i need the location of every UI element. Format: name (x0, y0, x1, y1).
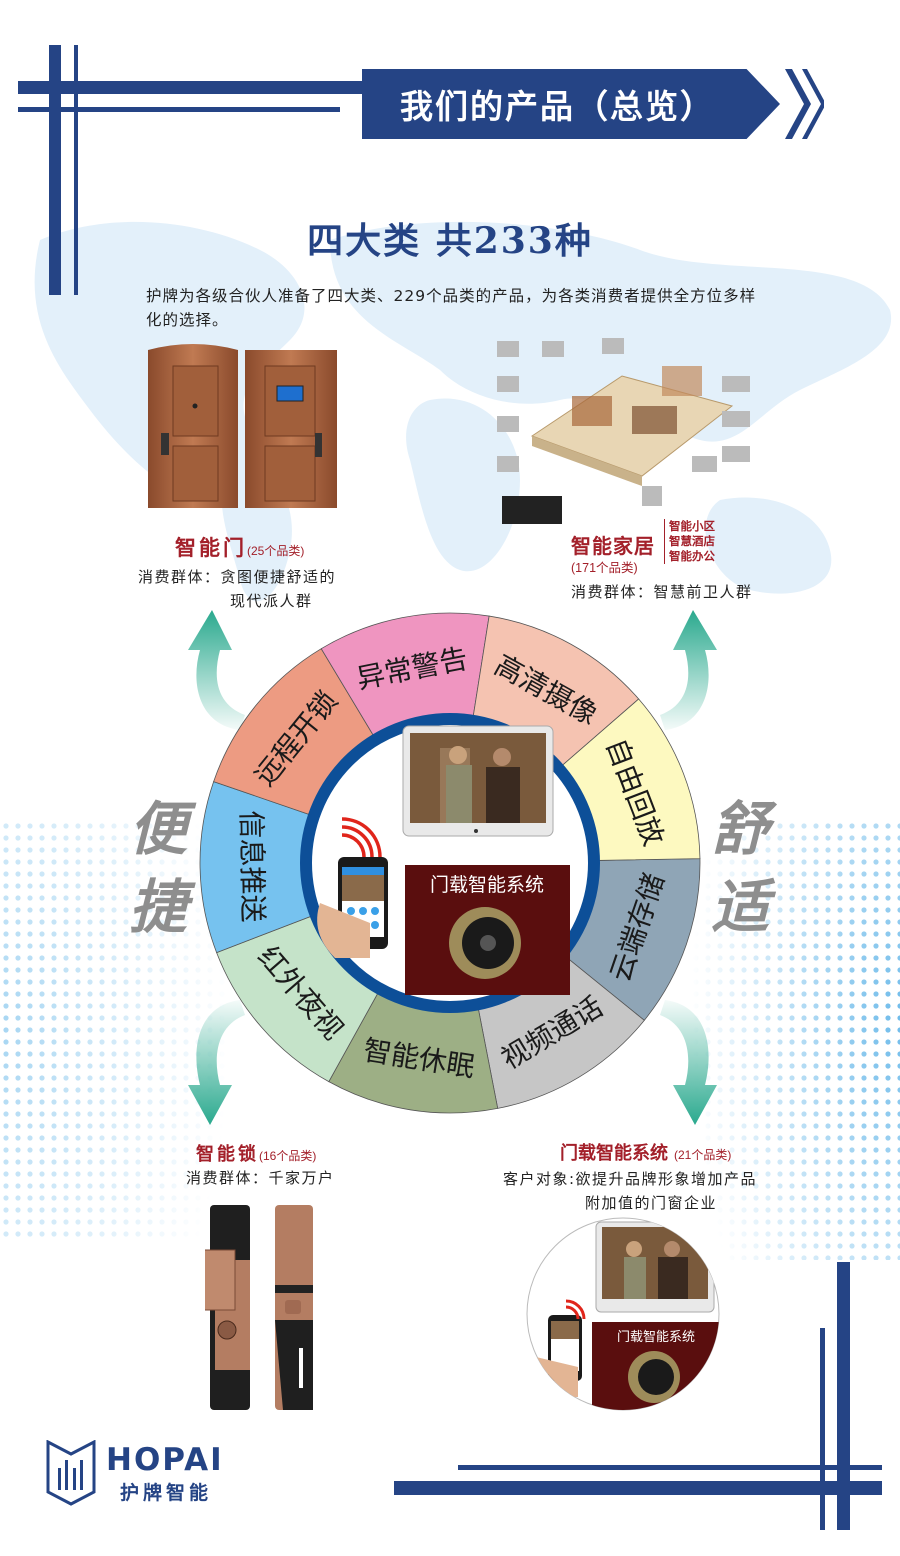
dot-pattern-decoration (690, 820, 900, 1260)
page-title-banner: 我们的产品（总览） (362, 69, 780, 139)
header-horizontal-bar-thick (18, 81, 363, 94)
door-system-count: (21个品类) (674, 1148, 732, 1162)
smart-lock-count: (16个品类) (259, 1149, 317, 1163)
footer-vertical-bar-thin (820, 1328, 825, 1530)
wheel-segment-label: 信息推送 (235, 810, 270, 923)
logo-text-cn: 护牌智能 (120, 1482, 213, 1504)
smart-door-title: 智能门(25个品类) (175, 535, 305, 560)
door-system-audience: 客户对象:欲提升品牌形象增加产品 (503, 1170, 758, 1188)
smart-home-title: 智能家居 (571, 534, 655, 558)
intro-paragraph: 护牌为各级合伙人准备了四大类、229个品类的产品，为各类消费者提供全方位多样化的… (146, 287, 757, 329)
footer-horizontal-bar-thin (458, 1465, 882, 1470)
curved-arrow-up-right-icon (660, 610, 717, 730)
curved-arrow-down-left-icon (188, 1000, 245, 1125)
tag-smart-community: 智能小区 (669, 519, 715, 533)
dot-pattern-decoration (0, 820, 230, 1240)
tag-smart-hotel: 智慧酒店 (669, 534, 715, 548)
smart-door-audience: 消费群体：贪图便捷舒适的 (138, 568, 337, 586)
header-horizontal-bar-thin (18, 107, 340, 112)
smart-lock-audience: 消费群体：千家万户 (186, 1169, 335, 1187)
curved-arrow-down-right-icon (660, 1000, 717, 1125)
page-title: 我们的产品（总览） (400, 87, 715, 126)
curved-arrow-up-left-icon (188, 610, 245, 730)
footer-vertical-bar-thick (837, 1262, 850, 1530)
smart-home-audience: 消费群体：智慧前卫人群 (571, 583, 753, 601)
door-viewer-image: 门载智能系统 (405, 865, 570, 995)
side-word-convenient: 便 捷 (128, 795, 187, 941)
center-caption: 门载智能系统 (430, 874, 544, 896)
smart-home-tags: 智能小区 智慧酒店 智能办公 (664, 519, 715, 564)
smart-lock-image (205, 1205, 313, 1410)
smart-door-image (148, 344, 337, 508)
smart-door-audience-line2: 现代派人群 (230, 592, 313, 610)
smartphone-image (317, 817, 388, 958)
side-word-comfortable: 舒 适 (710, 795, 769, 941)
tv-monitor-image (402, 725, 554, 837)
door-system-audience-line2: 附加值的门窗企业 (585, 1194, 718, 1212)
door-system-title: 门载智能系统(21个品类) (560, 1143, 732, 1164)
door-system-caption: 门载智能系统 (617, 1330, 695, 1345)
smart-home-count: (171个品类) (571, 561, 638, 575)
chevron-right-icon (785, 69, 811, 139)
category-summary-heading: 四大类 共233种 (307, 220, 593, 262)
door-system-image: 门载智能系统 (526, 1217, 720, 1411)
tag-smart-office: 智能办公 (669, 549, 715, 563)
logo-text-en: HOPAI (106, 1442, 224, 1478)
feature-wheel: 云端存储视频通话智能休眠红外夜视信息推送远程开锁异常警告高清摄像自由回放 门载智… (199, 612, 701, 1114)
hopai-shield-icon (46, 1440, 96, 1506)
chevron-right-icon (802, 69, 824, 139)
header-vertical-bar-thin (74, 45, 78, 295)
footer-horizontal-bar-thick (394, 1481, 882, 1495)
smart-door-count: (25个品类) (247, 544, 305, 558)
smart-lock-title: 智能锁(16个品类) (196, 1144, 317, 1165)
brand-logo: HOPAI 护牌智能 (46, 1440, 276, 1510)
smart-home-floorplan-image (497, 338, 750, 524)
